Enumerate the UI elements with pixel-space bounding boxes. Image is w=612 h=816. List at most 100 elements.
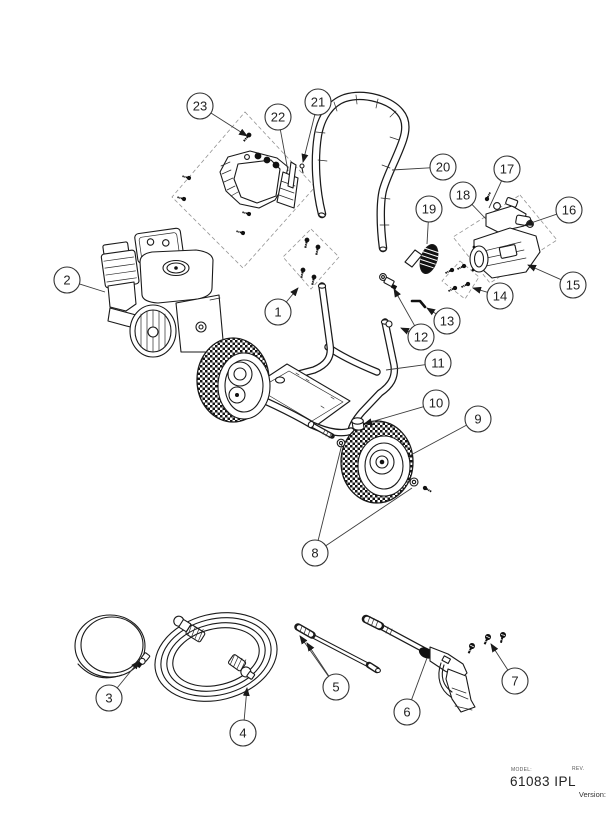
callout-16-leader: [524, 213, 557, 226]
callout-4-balloon: [229, 719, 257, 747]
pump-bolt-17: [483, 191, 493, 203]
engine-illustration: [100, 227, 224, 358]
callout-21-balloon: [304, 88, 332, 116]
hose-coupler-top: [173, 615, 206, 643]
callout-14-leader: [472, 286, 488, 294]
callout-5-leader: [299, 635, 329, 677]
callout-22: 22: [264, 103, 292, 172]
thermal-valve-illustration: [379, 273, 398, 290]
callout-5-balloon: [322, 673, 350, 701]
bolt-kit-14-illustration: [444, 262, 472, 294]
callout-21-leader: [301, 114, 316, 163]
callout-22-number: 22: [271, 110, 285, 125]
callout-13-number: 13: [440, 314, 454, 329]
vibration-damper-illustration: [404, 244, 439, 274]
callout-7: 7: [490, 643, 529, 695]
callout-16-balloon: [555, 196, 583, 224]
callout-11-number: 11: [431, 356, 445, 371]
model-label: MODEL:: [511, 767, 532, 773]
callout-1-leader: [285, 287, 299, 303]
axle-hardware-illustration: [307, 417, 433, 494]
callout-2-balloon: [53, 266, 81, 294]
callout-12-leader: [393, 288, 416, 326]
callout-10-balloon: [422, 389, 450, 417]
callout-22-leader: [279, 129, 289, 172]
bolt-kit-14-dashed-box: [441, 260, 480, 300]
callout-15-number: 15: [566, 278, 580, 293]
callout-20-number: 20: [436, 160, 450, 175]
callout-12-leader: [400, 327, 410, 335]
version-label: Version:: [579, 790, 606, 799]
hub-cap-10: [351, 417, 365, 431]
callout-16: 16: [524, 196, 583, 226]
callout-10-leader: [363, 406, 424, 426]
panel-assembly-illustration: [176, 131, 305, 236]
callout-8-leader: [317, 443, 343, 541]
model-value: 61083 IPL: [510, 774, 576, 789]
callout-17-balloon: [493, 155, 521, 183]
rev-label: REV.: [572, 766, 584, 772]
callout-12-balloon: [407, 323, 435, 351]
callout-15-balloon: [559, 271, 587, 299]
callout-18: 18: [449, 181, 487, 220]
callout-6-number: 6: [403, 705, 410, 720]
panel-screw-23: [241, 131, 253, 144]
callout-7-number: 7: [511, 674, 518, 689]
callout-5-leader: [306, 642, 330, 677]
coiled-cable-illustration: [74, 614, 151, 679]
callout-18-leader: [471, 204, 487, 220]
callout-4-number: 4: [239, 726, 246, 741]
callout-18-balloon: [449, 181, 477, 209]
spray-wand-illustration: [294, 623, 381, 674]
bolt-kit-1-illustration: [298, 236, 322, 286]
callout-10-number: 10: [429, 396, 443, 411]
callout-6: 6: [393, 657, 428, 726]
hex-key-illustration: [410, 299, 427, 309]
pressure-hose-illustration: [154, 612, 278, 702]
callout-2-number: 2: [63, 273, 70, 288]
callout-20: 20: [391, 153, 457, 181]
callout-12: 12: [393, 288, 435, 351]
callout-20-balloon: [429, 153, 457, 181]
callout-14: 14: [472, 282, 514, 310]
callout-13: 13: [426, 307, 461, 335]
hose-coupler-bottom: [227, 654, 256, 680]
callout-11: 11: [385, 349, 452, 377]
callout-12-number: 12: [414, 330, 428, 345]
callout-18-number: 18: [456, 188, 470, 203]
callout-1-balloon: [264, 298, 292, 326]
callout-19-number: 19: [422, 202, 436, 217]
callout-21: 21: [301, 88, 332, 163]
callout-1: 1: [264, 287, 299, 326]
callout-23-leader: [210, 112, 248, 137]
footer: MODEL: 61083 IPL REV. Version:: [510, 766, 606, 799]
callout-11-leader: [385, 364, 426, 371]
callout-1-number: 1: [274, 305, 281, 320]
callout-3-balloon: [95, 684, 123, 712]
callout-19-leader: [426, 221, 429, 245]
callout-5: 5: [299, 635, 350, 701]
callout-19-balloon: [415, 195, 443, 223]
callout-22-balloon: [264, 103, 292, 131]
callout-7-leader: [490, 643, 509, 671]
callout-5-number: 5: [332, 680, 339, 695]
callout-19: 19: [415, 195, 443, 245]
callout-3: 3: [95, 660, 140, 712]
callout-16-number: 16: [562, 203, 576, 218]
callout-21-number: 21: [311, 95, 325, 110]
callout-2-leader: [79, 283, 106, 293]
callout-9: 9: [408, 405, 492, 457]
screw-set-illustration: [465, 630, 508, 656]
callout-2: 2: [53, 266, 106, 294]
callout-20-leader: [391, 167, 431, 171]
callout-4: 4: [229, 687, 257, 747]
spray-gun-illustration: [361, 614, 476, 713]
callout-23-balloon: [186, 92, 214, 120]
callout-23-number: 23: [193, 99, 207, 114]
callout-14-balloon: [486, 282, 514, 310]
callout-3-leader: [116, 660, 140, 689]
handlebar-illustration: [311, 91, 410, 253]
